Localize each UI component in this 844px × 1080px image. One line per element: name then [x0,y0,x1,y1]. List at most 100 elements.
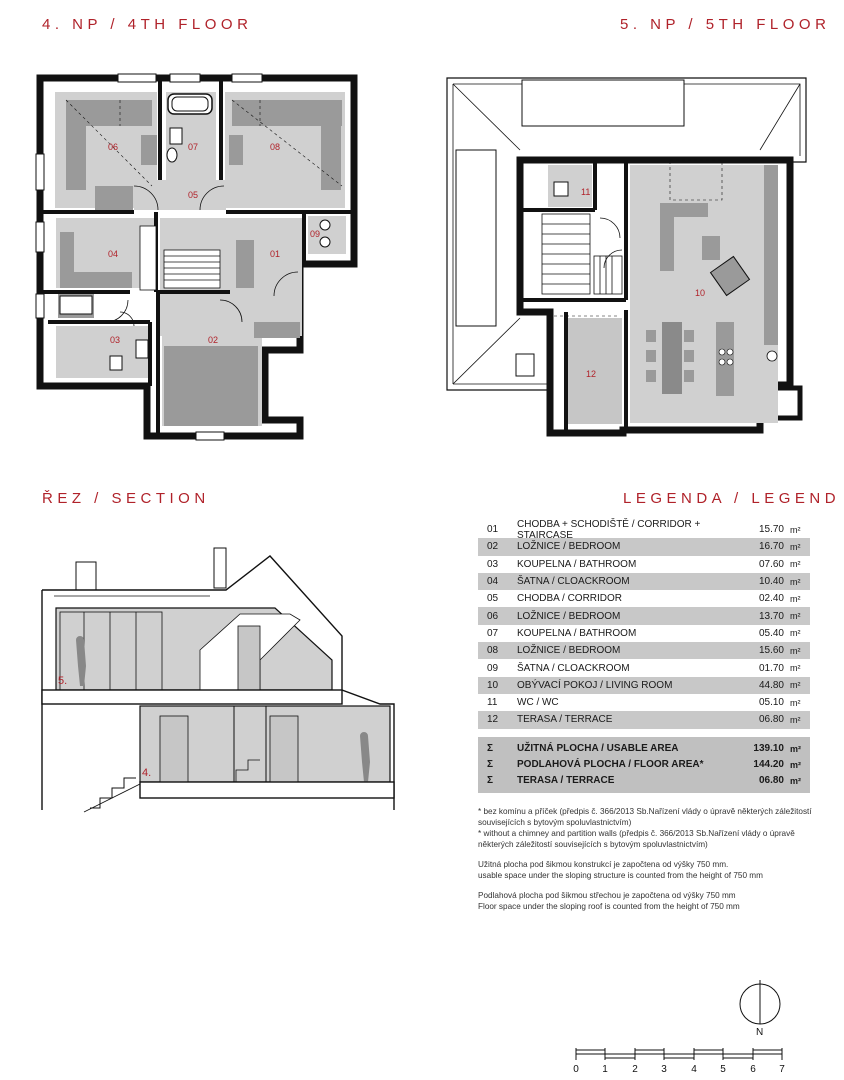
legend-unit: m² [790,541,801,552]
note-1: * bez komínu a příček (předpis č. 366/20… [478,806,818,850]
total-unit: m² [790,743,801,754]
note-2-en: usable space under the sloping structure… [478,871,763,880]
person-icon [360,732,370,782]
floor4-windows [35,73,263,441]
scale-tick: 3 [661,1064,667,1075]
legend-unit: m² [790,576,801,587]
bathtub-icon [167,93,213,115]
legend-name: ŠATNA / CLOACKROOM [517,662,630,674]
legend-name: CHODBA + SCHODIŠTĚ / CORRIDOR + STAIRCAS… [517,518,701,541]
total-area: 139.10 [753,743,784,755]
room-05 [134,180,226,210]
legend-num: 08 [487,645,499,657]
legend-num: 11 [487,697,498,709]
person-icon [76,636,86,686]
notes: * bez komínu a příček (předpis č. 366/20… [478,806,818,921]
level-label: 4. [142,767,151,779]
scale-tick: 6 [750,1064,756,1075]
total-unit: m² [790,759,801,770]
legend-area: 05.40 [758,627,784,639]
legend-area: 10.40 [758,576,784,588]
legend-area: 01.70 [758,662,784,674]
sigma-icon: Σ [487,775,494,787]
floor4-staircase [139,225,221,291]
room-label: 05 [188,190,198,200]
legend-area: 02.40 [758,593,784,605]
legend-unit: m² [790,524,801,535]
stair-profile [90,777,136,809]
floor4-plan: 06 07 08 05 09 04 01 03 02 [35,73,358,441]
legend-row: 09 ŠATNA / CLOACKROOM 01.70 m² [478,659,810,676]
floor5-heading: 5. NP / 5TH FLOOR [620,16,831,33]
scale-tick: 2 [632,1064,638,1075]
legend-row: 02 LOŽNICE / BEDROOM 16.70 m² [478,538,810,556]
floor4-doors [105,185,299,327]
sigma-icon: Σ [487,759,494,771]
room-label: 11 [581,187,590,197]
legend-num: 01 [487,524,499,536]
legend-name: CHODBA / CORRIDOR [517,593,623,605]
legend-num: 10 [487,679,499,691]
legend-name: KOUPELNA / BATHROOM [517,627,637,639]
level-label: 5. [58,675,67,687]
legend-name: TERASA / TERRACE [517,714,613,726]
legend-name: OBÝVACÍ POKOJ / LIVING ROOM [517,679,673,691]
room-label: 08 [270,142,280,152]
legend-unit: m² [790,559,801,570]
legend-unit: m² [790,593,801,604]
north-arrow: N [739,980,781,1038]
legend-area: 13.70 [758,610,784,622]
scale-tick: 0 [573,1064,579,1075]
floor4-heading: 4. NP / 4TH FLOOR [42,16,253,33]
north-label: N [756,1027,763,1038]
legend-num: 02 [487,541,499,553]
total-area: 06.80 [758,775,784,787]
sigma-icon: Σ [487,743,494,755]
toilet-icon [135,339,149,359]
legend-area: 16.70 [758,541,784,553]
door-icon [159,715,189,783]
legend-unit: m² [790,697,801,708]
legend-name: LOŽNICE / BEDROOM [517,541,621,553]
legend-table: 01 CHODBA + SCHODIŠTĚ / CORRIDOR + STAIRC… [478,518,810,793]
note-3-cz: Podlahová plocha pod šikmou střechou je … [478,891,736,900]
room-label: 12 [586,369,596,379]
total-name: PODLAHOVÁ PLOCHA / FLOOR AREA* [517,759,704,771]
roof-skylight [455,149,497,327]
legend-unit: m² [790,645,801,656]
legend-area: 15.60 [758,645,784,657]
total-name: TERASA / TERRACE [517,775,615,787]
room-12 [566,318,622,424]
door-icon [269,715,299,783]
legend-name: LOŽNICE / BEDROOM [517,610,621,622]
legend-num: 12 [487,714,499,726]
note-1-en: * without a chimney and partition walls … [478,829,795,849]
note-3: Podlahová plocha pod šikmou střechou je … [478,890,818,912]
room-label: 01 [270,249,280,259]
legend-num: 09 [487,662,499,674]
total-area: 144.20 [753,759,784,771]
legend-num: 06 [487,610,499,622]
room-label: 02 [208,335,218,345]
section-heading: ŘEZ / SECTION [42,490,210,507]
armchair-icon [709,255,751,297]
legend-row: 01 CHODBA + SCHODIŠTĚ / CORRIDOR + STAIRC… [478,518,810,541]
chimney [75,561,97,591]
legend-name: WC / WC [517,697,559,709]
room-label: 03 [110,335,120,345]
scale-tick: 1 [602,1064,608,1075]
legend-unit: m² [790,663,801,674]
room-03 [56,326,148,378]
toilet-icon [166,147,178,163]
scale-tick: 5 [720,1064,726,1075]
scale-tick: 4 [691,1064,697,1075]
